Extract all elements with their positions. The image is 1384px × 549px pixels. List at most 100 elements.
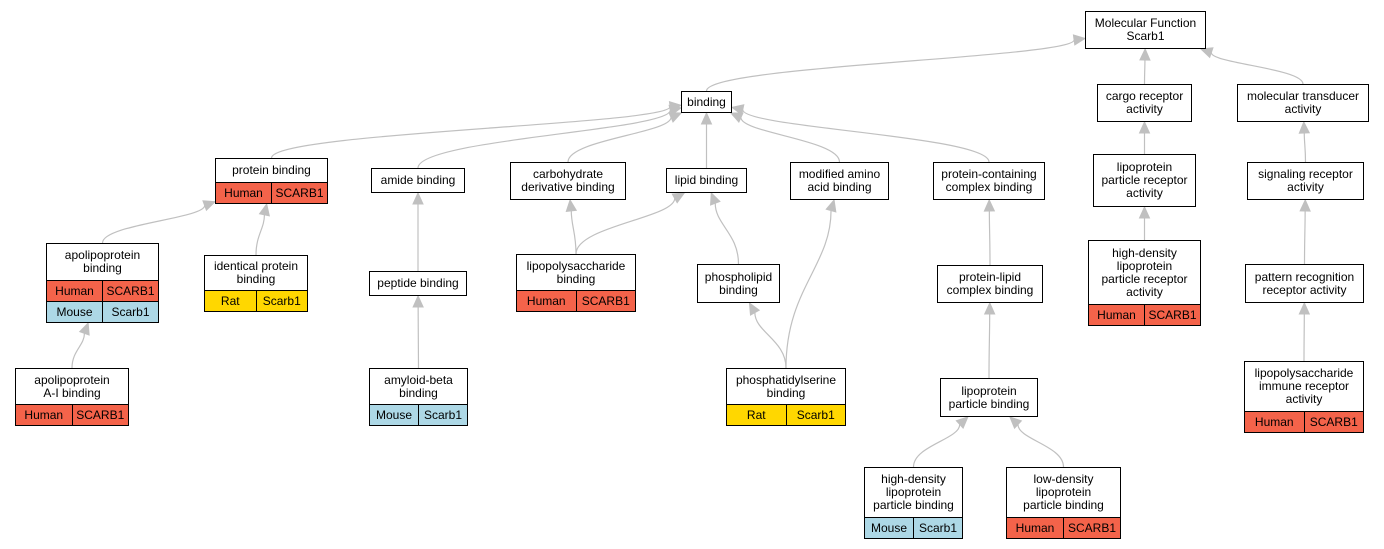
arrowhead xyxy=(1199,47,1214,59)
go-term-binding[interactable]: binding xyxy=(681,91,732,113)
term-label: lipopolysaccharide binding xyxy=(526,258,626,286)
term-label: pattern recognition receptor activity xyxy=(1254,269,1355,297)
term-label: molecular transducer activity xyxy=(1246,89,1360,116)
edge-modified-amino-acid-to-binding xyxy=(740,117,841,163)
term-label: high-density lipoprotein particle bindin… xyxy=(873,472,954,512)
term-label: carbohydrate derivative binding xyxy=(521,167,615,194)
go-term-protein-containing-complex[interactable]: protein-containing complex binding xyxy=(933,162,1045,200)
arrowhead xyxy=(710,191,721,206)
go-term-lipoprotein-particle-receptor[interactable]: lipoprotein particle receptor activity xyxy=(1093,154,1196,207)
species-cell: Human xyxy=(24,408,64,422)
edge-lipoprotein-particle-binding-to-protein-lipid-complex xyxy=(988,313,991,379)
arrowhead xyxy=(1138,205,1151,219)
arrowhead xyxy=(983,301,996,315)
arrowhead xyxy=(730,104,745,116)
gene-cell: SCARB1 xyxy=(271,183,327,203)
term-label: modified amino acid binding xyxy=(798,167,881,194)
term-label: binding xyxy=(687,94,726,109)
arrowhead xyxy=(700,111,713,125)
go-term-lipoprotein-particle-binding[interactable]: lipoprotein particle binding xyxy=(940,378,1038,417)
arrowhead xyxy=(412,294,424,308)
term-label: apolipoprotein binding xyxy=(64,248,141,275)
go-term-hdl-receptor[interactable]: high-density lipoprotein particle recept… xyxy=(1088,240,1201,326)
gene-cell: SCARB1 xyxy=(102,281,158,301)
term-label: identical protein binding xyxy=(213,259,299,286)
arrowhead xyxy=(748,301,761,316)
go-term-ldl-particle-binding[interactable]: low-density lipoprotein particle binding… xyxy=(1006,467,1121,539)
term-label: protein-containing complex binding xyxy=(941,167,1037,194)
go-term-peptide-binding[interactable]: peptide binding xyxy=(369,271,467,296)
go-term-phospholipid-binding[interactable]: phospholipid binding xyxy=(697,264,780,303)
go-term-molecular-transducer[interactable]: molecular transducer activity xyxy=(1237,84,1369,122)
term-label: protein-lipid complex binding xyxy=(946,270,1034,297)
go-term-pattern-recognition[interactable]: pattern recognition receptor activity xyxy=(1245,264,1364,303)
species-cell: Rat xyxy=(746,408,766,422)
gene-cell: Scarb1 xyxy=(418,405,467,425)
species-cell: Mouse xyxy=(870,521,908,535)
go-term-protein-lipid-complex[interactable]: protein-lipid complex binding xyxy=(937,265,1043,303)
annotation-row-human: Human SCARB1 xyxy=(16,404,128,425)
edge-binding-to-mf-scarb1 xyxy=(705,39,1075,92)
term-label: lipopolysaccharide immune receptor activ… xyxy=(1254,366,1354,406)
gene-cell: Scarb1 xyxy=(255,291,308,311)
edge-molecular-transducer-to-mf-scarb1 xyxy=(1210,52,1304,85)
go-term-lipid-binding[interactable]: lipid binding xyxy=(666,168,747,193)
term-label: peptide binding xyxy=(377,276,459,290)
term-label: apolipoprotein A-I binding xyxy=(34,372,110,400)
term-label: lipid binding xyxy=(674,173,739,187)
arrowhead xyxy=(983,198,996,212)
go-term-hdl-particle-binding[interactable]: high-density lipoprotein particle bindin… xyxy=(864,467,963,539)
arrowhead xyxy=(1072,34,1087,46)
term-label: cargo receptor activity xyxy=(1105,89,1184,116)
arrowhead xyxy=(412,191,424,205)
species-cell: Human xyxy=(526,294,566,308)
go-term-lps-immune-receptor[interactable]: lipopolysaccharide immune receptor activ… xyxy=(1244,361,1364,433)
species-cell: Human xyxy=(1015,521,1055,535)
go-term-amide-binding[interactable]: amide binding xyxy=(371,168,465,193)
go-term-signaling-receptor[interactable]: signaling receptor activity xyxy=(1247,162,1364,200)
edge-protein-lipid-complex-to-protein-containing-complex xyxy=(988,210,991,266)
gene-cell: SCARB1 xyxy=(1063,518,1120,538)
arrowhead xyxy=(258,202,270,217)
edge-phosphatidylserine-to-phospholipid-binding xyxy=(754,312,787,369)
species-cell: Human xyxy=(224,186,263,200)
term-label: lipoprotein particle binding xyxy=(948,383,1030,411)
go-term-carbohydrate-derivative[interactable]: carbohydrate derivative binding xyxy=(510,162,626,200)
species-cell: Mouse xyxy=(375,408,413,422)
arrowhead xyxy=(955,416,969,430)
edge-lipopolysaccharide-binding-to-lipid-binding xyxy=(575,198,676,255)
edge-identical-protein-to-protein-binding xyxy=(255,214,266,256)
go-term-cargo-receptor[interactable]: cargo receptor activity xyxy=(1097,84,1192,122)
term-label: protein binding xyxy=(232,163,311,177)
gene-cell: SCARB1 xyxy=(71,405,129,425)
arrowhead xyxy=(729,112,744,123)
term-label: low-density lipoprotein particle binding xyxy=(1023,472,1104,512)
arrowhead xyxy=(565,198,578,213)
term-label: phospholipid binding xyxy=(704,269,773,297)
term-label: amide binding xyxy=(380,173,456,187)
edge-apolipoprotein-binding-to-protein-binding xyxy=(101,205,206,244)
go-term-mf-scarb1[interactable]: Molecular Function Scarb1 xyxy=(1085,11,1206,49)
arrowhead xyxy=(668,112,683,123)
species-cell: Rat xyxy=(220,294,240,308)
edge-pattern-recognition-to-signaling-receptor xyxy=(1303,210,1306,265)
edge-ldl-particle-binding-to-lipoprotein-particle-binding xyxy=(1017,424,1065,468)
gene-cell: Scarb1 xyxy=(785,405,846,425)
go-term-modified-amino-acid[interactable]: modified amino acid binding xyxy=(790,162,889,200)
edge-protein-containing-complex-to-binding xyxy=(742,109,990,163)
arrowhead xyxy=(1298,301,1311,315)
annotation-row-human: Human SCARB1 xyxy=(1007,517,1120,538)
arrowhead xyxy=(202,200,217,212)
